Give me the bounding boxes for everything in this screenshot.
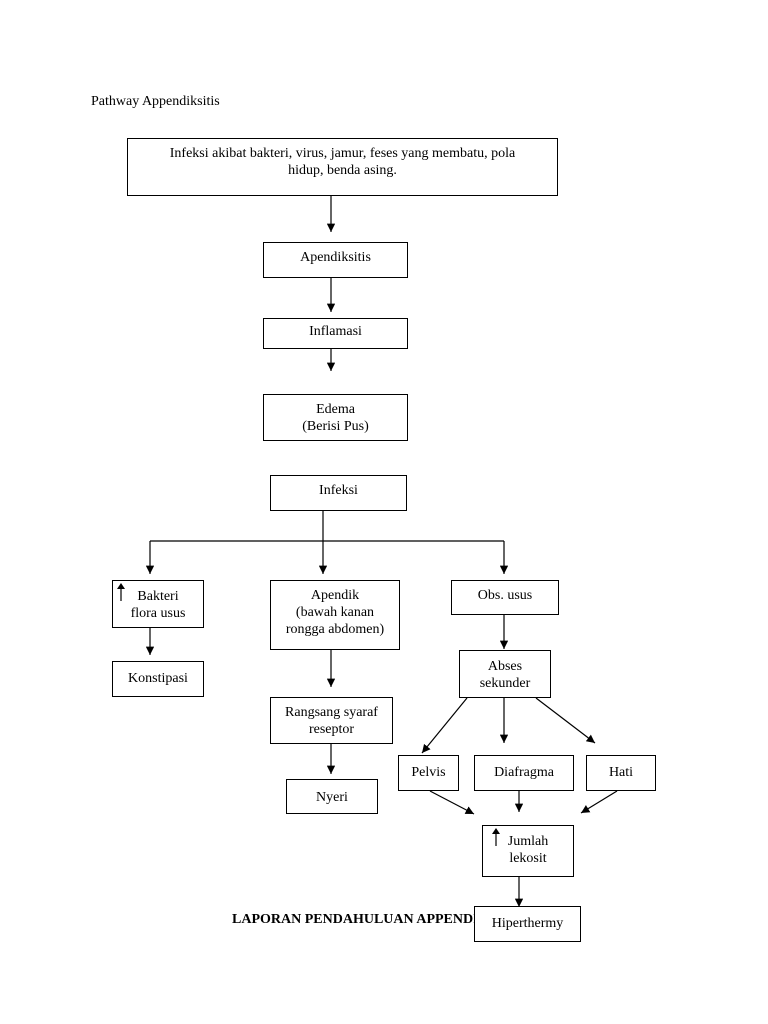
node-inflamasi-label: Inflamasi [309, 324, 362, 339]
node-apendiksitis: Apendiksitis [263, 242, 408, 278]
node-konstipasi: Konstipasi [112, 661, 204, 697]
increase-arrow-icon [492, 828, 500, 846]
node-diafragma-label: Diafragma [494, 765, 554, 780]
node-cause: Infeksi akibat bakteri, virus, jamur, fe… [127, 138, 558, 196]
node-edema-line-2: (Berisi Pus) [302, 419, 369, 434]
node-apendik: Apendik (bawah kanan rongga abdomen) [270, 580, 400, 650]
arrow-abses-to-hati [535, 697, 596, 744]
node-rangsang-line-2: reseptor [308, 722, 355, 737]
node-apendik-line-2: (bawah kanan [295, 605, 375, 620]
node-hati: Hati [586, 755, 656, 791]
node-edema: Edema (Berisi Pus) [263, 394, 408, 441]
footer-title: LAPORAN PENDAHULUAN APPENDIKSITIS [232, 912, 476, 927]
node-nyeri-label: Nyeri [316, 790, 348, 805]
node-hati-label: Hati [608, 765, 634, 780]
node-inflamasi: Inflamasi [263, 318, 408, 349]
node-infeksi: Infeksi [270, 475, 407, 511]
node-hiperthermy: Hiperthermy [474, 906, 581, 942]
node-abses-line-1: Abses [487, 659, 523, 674]
node-nyeri: Nyeri [286, 779, 378, 814]
node-edema-line-1: Edema [316, 402, 355, 417]
arrow-hati-to-lekosit [580, 790, 618, 814]
node-jumlah-lekosit-line-2: lekosit [509, 851, 547, 866]
arrow-pelvis-to-lekosit [429, 790, 475, 815]
increase-arrow-icon [117, 583, 125, 601]
node-diafragma: Diafragma [474, 755, 574, 791]
node-cause-line-2: hidup, benda asing. [288, 163, 397, 178]
node-apendiksitis-label: Apendiksitis [300, 250, 371, 265]
node-jumlah-lekosit-line-1: Jumlah [507, 834, 549, 849]
node-bakteri-line-2: flora usus [130, 606, 186, 621]
node-bakteri: Bakteri flora usus [112, 580, 204, 628]
node-obs-usus-label: Obs. usus [477, 588, 533, 603]
node-abses: Abses sekunder [459, 650, 551, 698]
node-hiperthermy-label: Hiperthermy [491, 916, 564, 931]
node-rangsang-line-1: Rangsang syaraf [285, 705, 378, 720]
node-pelvis: Pelvis [398, 755, 459, 791]
node-apendik-line-1: Apendik [310, 588, 360, 603]
node-infeksi-label: Infeksi [319, 483, 358, 498]
node-obs-usus: Obs. usus [451, 580, 559, 615]
node-abses-line-2: sekunder [479, 676, 531, 691]
page-title: Pathway Appendiksitis [91, 94, 220, 109]
node-cause-line-1: Infeksi akibat bakteri, virus, jamur, fe… [169, 146, 516, 161]
node-pelvis-label: Pelvis [411, 765, 446, 780]
node-konstipasi-label: Konstipasi [128, 671, 188, 686]
arrow-abses-to-pelvis [421, 697, 468, 754]
node-rangsang: Rangsang syaraf reseptor [270, 697, 393, 744]
node-apendik-line-3: rongga abdomen) [285, 622, 385, 637]
node-bakteri-line-1: Bakteri [137, 589, 179, 604]
